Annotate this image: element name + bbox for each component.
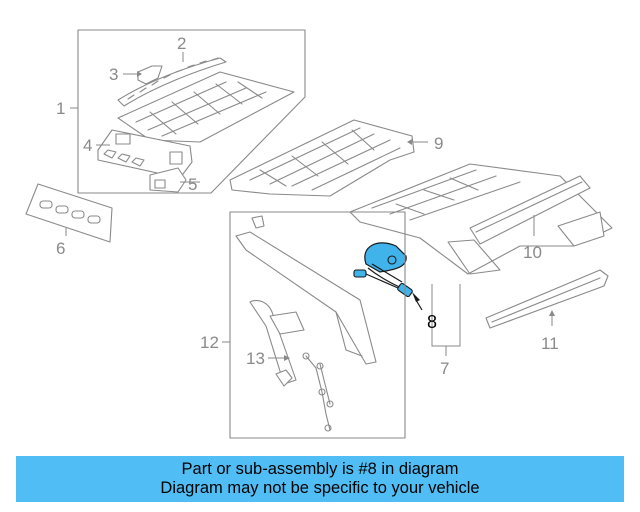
part-5-bracket: [149, 167, 200, 193]
part-7-leader: [431, 284, 461, 356]
part-8-highlighted: [353, 242, 423, 311]
part-3-clip: [123, 65, 163, 85]
part-12-pillar-trim: [235, 215, 377, 385]
part-10-rail: [469, 175, 605, 247]
part-13-fastener: [268, 355, 293, 387]
callout-5: 5: [188, 175, 197, 194]
part-11-rail: [485, 269, 609, 329]
callout-9: 9: [434, 134, 443, 153]
part-2-header-strip: [117, 52, 227, 107]
callout-1: 1: [56, 99, 65, 118]
part-6-strip: [25, 183, 113, 243]
part-wire-harness: [302, 352, 334, 432]
callout-13: 13: [246, 349, 265, 368]
callout-4: 4: [83, 136, 92, 155]
callout-7: 7: [440, 359, 449, 378]
callout-11: 11: [541, 334, 559, 353]
group-box-12: [222, 211, 406, 439]
callout-labels: 1 2 3 4 5 6 7 8 9 10 11 12 13: [56, 34, 559, 378]
banner-line-2: Diagram may not be specific to your vehi…: [160, 479, 480, 497]
callout-3: 3: [109, 65, 118, 84]
callout-8: 8: [427, 312, 437, 332]
parts-diagram: 1 2 3 4 5 6 7 8 9 10 11 12 13: [25, 29, 613, 439]
callout-10: 10: [523, 243, 542, 262]
callout-12: 12: [200, 333, 219, 352]
part-4-bracket: [96, 129, 193, 179]
part-9-roof-frame: [229, 119, 428, 197]
group-box-1: [70, 29, 306, 194]
info-banner: Part or sub-assembly is #8 in diagram Di…: [16, 456, 624, 502]
banner-line-1: Part or sub-assembly is #8 in diagram: [181, 460, 459, 478]
callout-2: 2: [177, 34, 186, 53]
callout-6: 6: [56, 239, 65, 258]
